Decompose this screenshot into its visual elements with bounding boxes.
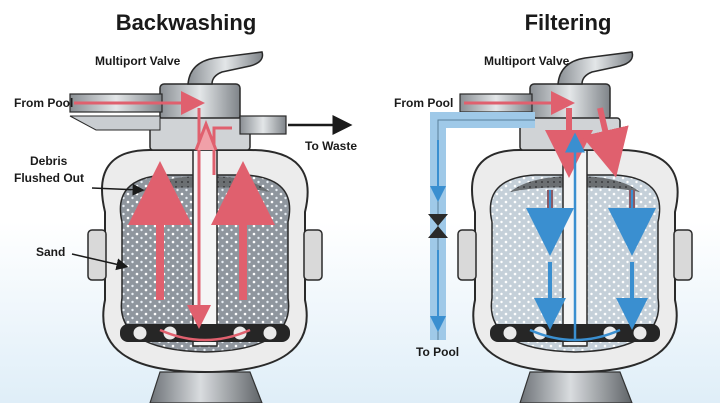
- tank-handle-right-right: [673, 229, 693, 281]
- filtering-title: Filtering: [525, 10, 612, 35]
- tank-base-right: [519, 371, 633, 403]
- sand-pointer: [71, 253, 129, 271]
- right-from-pool-label: From Pool: [394, 96, 453, 110]
- left-valve-label: Multiport Valve: [95, 54, 181, 68]
- left-from-pool-label: From Pool: [14, 96, 73, 110]
- to-pool-label: To Pool: [416, 345, 459, 359]
- backwash-diagram: [69, 51, 353, 403]
- to-waste-label: To Waste: [305, 139, 357, 153]
- filtering-diagram: [428, 51, 693, 403]
- tank-handle-left: [87, 229, 107, 281]
- debris-label-line2: Flushed Out: [14, 171, 84, 185]
- valve-handle: [187, 51, 264, 85]
- standpipe: [192, 149, 218, 347]
- check-valve: [428, 214, 448, 238]
- backwash-flow-arrows: [74, 91, 275, 342]
- right-valve-label: Multiport Valve: [484, 54, 570, 68]
- backwashing-title: Backwashing: [116, 10, 257, 35]
- valve-handle-right: [557, 51, 634, 85]
- waste-pipe: [239, 115, 287, 135]
- tank-base: [149, 371, 263, 403]
- tank-handle-right: [303, 229, 323, 281]
- debris-label-line1: Debris: [30, 154, 68, 168]
- filtering-flow-arrows: [430, 91, 656, 342]
- inlet-pipe-lower: [69, 115, 161, 131]
- tank-handle-left-right: [457, 229, 477, 281]
- sand-label: Sand: [36, 245, 65, 259]
- debris-pointer: [91, 183, 145, 196]
